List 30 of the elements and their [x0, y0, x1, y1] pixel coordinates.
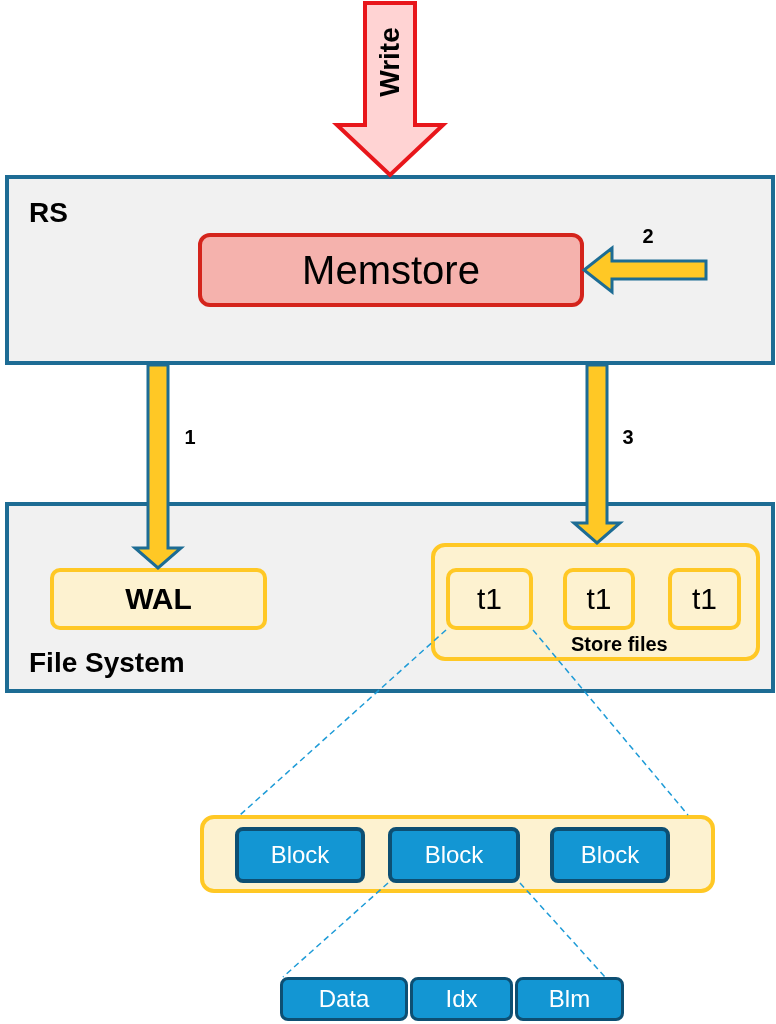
edge-label: Write: [373, 27, 406, 97]
edge-label: 3: [622, 425, 634, 449]
wal-box: WAL: [50, 568, 267, 630]
block-arrow: [581, 244, 708, 296]
bloom-segment: Blm: [515, 977, 624, 1021]
panel-title: File System: [29, 647, 185, 679]
dashed-leader-line: [282, 882, 389, 978]
edge-label: 2: [642, 224, 654, 248]
block-box: Block: [388, 827, 520, 883]
index-segment: Idx: [410, 977, 513, 1021]
dashed-leader-line: [239, 629, 447, 816]
memstore-box: Memstore: [198, 233, 584, 307]
block-box: Block: [235, 827, 365, 883]
block-container: [200, 815, 715, 893]
store-files-container: [431, 543, 760, 661]
block-arrow: [570, 363, 624, 545]
server-panel: [5, 175, 775, 365]
dashed-leader-line: [519, 882, 606, 978]
edge-label: 1: [184, 425, 196, 449]
block-box: Block: [550, 827, 670, 883]
block-arrow: [331, 1, 449, 178]
block-arrow: [131, 363, 185, 570]
data-segment: Data: [280, 977, 408, 1021]
store-file-box: t1: [668, 568, 741, 630]
panel-title: RS: [29, 197, 68, 229]
file-system-panel: [5, 502, 775, 693]
dashed-leader-line: [532, 629, 689, 816]
panel-title: Store files: [571, 633, 668, 656]
store-file-box: t1: [563, 568, 635, 630]
store-file-box: t1: [446, 568, 533, 630]
